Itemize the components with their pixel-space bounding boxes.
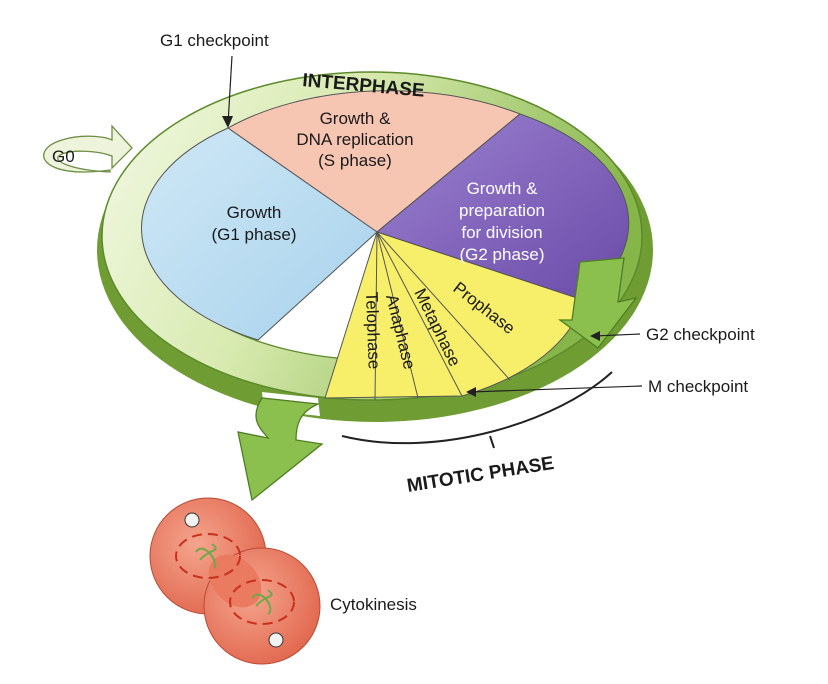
svg-text:(G1 phase): (G1 phase) bbox=[211, 225, 296, 244]
svg-text:Growth &: Growth & bbox=[320, 109, 392, 128]
ring-arrow-right bbox=[558, 257, 638, 349]
m-checkpoint-arrowhead bbox=[466, 387, 476, 397]
mitotic-phase-title: MITOTIC PHASE bbox=[405, 453, 555, 497]
g0-loop bbox=[43, 124, 133, 173]
svg-text:DNA replication: DNA replication bbox=[296, 130, 413, 149]
label-cytokinesis: Cytokinesis bbox=[330, 595, 417, 614]
sector-g1-phase bbox=[141, 127, 378, 341]
exit-arrow bbox=[237, 397, 324, 502]
label-g1-checkpoint: G1 checkpoint bbox=[160, 31, 269, 50]
svg-text:(G2 phase): (G2 phase) bbox=[459, 245, 544, 264]
g2-checkpoint-arrowhead bbox=[590, 331, 600, 341]
label-g2-checkpoint: G2 checkpoint bbox=[646, 325, 755, 344]
mitosis-dividers bbox=[374, 231, 511, 401]
svg-text:preparation: preparation bbox=[459, 201, 545, 220]
label-s-phase: Growth & DNA replication (S phase) bbox=[296, 109, 413, 170]
svg-text:(S phase): (S phase) bbox=[318, 151, 392, 170]
m-checkpoint-pointer bbox=[469, 385, 643, 393]
bracket-tick bbox=[489, 435, 495, 449]
g0-label: G0 bbox=[52, 147, 75, 166]
g1-checkpoint-arrowhead bbox=[222, 116, 233, 128]
dividing-cell bbox=[149, 497, 321, 665]
label-g1-phase: Growth (G1 phase) bbox=[211, 203, 296, 244]
sector-s-phase bbox=[227, 90, 521, 233]
label-telophase: Telophase bbox=[362, 291, 384, 369]
label-m-checkpoint: M checkpoint bbox=[648, 377, 748, 396]
svg-text:Growth: Growth bbox=[227, 203, 282, 222]
g1-checkpoint-pointer bbox=[227, 55, 233, 125]
svg-text:Growth &: Growth & bbox=[467, 179, 539, 198]
g2-checkpoint-pointer bbox=[593, 333, 641, 337]
label-g2-phase: Growth & preparation for division (G2 ph… bbox=[459, 179, 545, 264]
mitotic-bracket bbox=[341, 371, 613, 445]
svg-text:for division: for division bbox=[461, 223, 542, 242]
